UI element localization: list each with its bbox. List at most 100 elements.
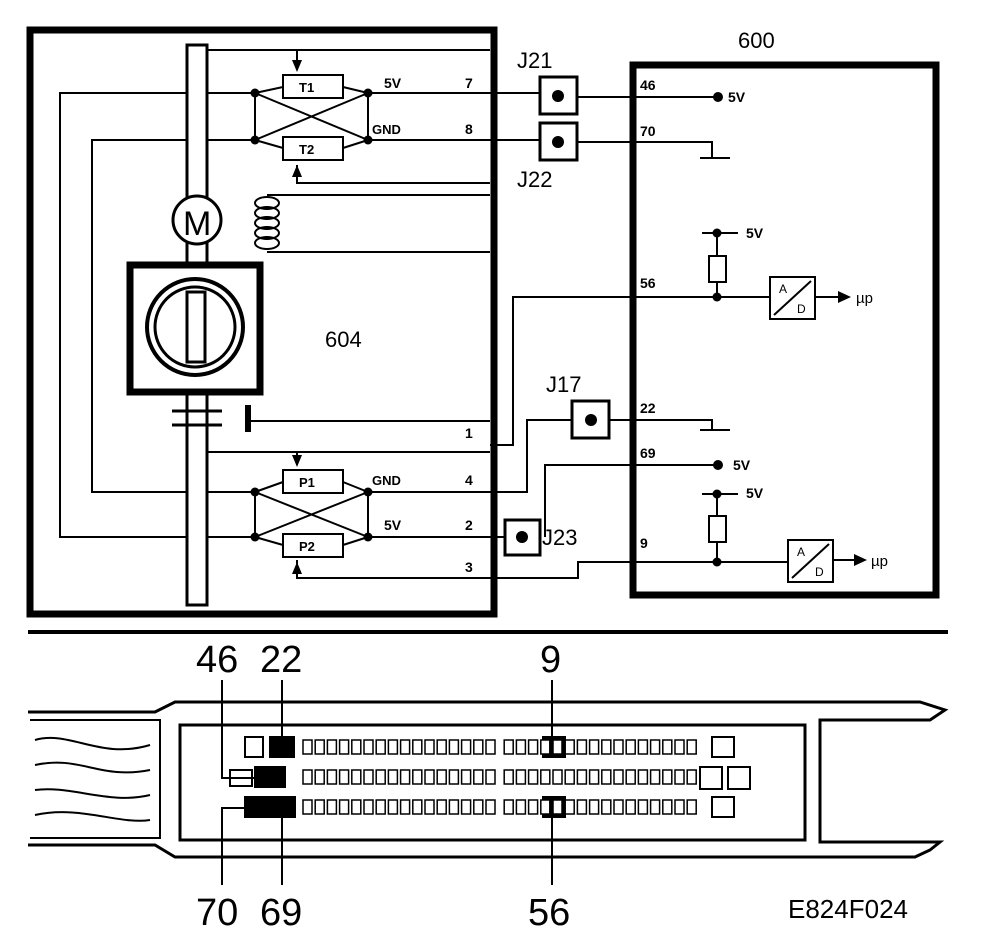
connector-pin-cell [625,739,636,755]
connector-pin-cell [637,769,649,785]
connector-pin-cell [424,739,435,755]
connector-pin-cell [302,799,313,815]
pin-1-label: 1 [465,425,473,441]
sensor-t1-label: T1 [299,80,314,95]
connector-label-56: 56 [528,892,570,934]
connector-pin-cell [625,799,636,815]
connector-pin-cell [576,739,588,755]
wire-loop-inner [91,139,187,493]
figure-code: E824F024 [788,894,908,924]
connector-pin-cell [412,769,423,785]
connector-pin-rows [302,739,697,815]
connector-pin-cell [436,739,447,755]
ecu-5v-69: 5V [733,457,751,473]
motor-label: M [183,205,211,243]
connector-pin-cell [473,769,484,785]
coil-symbol [254,196,280,250]
connector-pin-cell [662,769,673,785]
connector-pin-cell [649,769,661,785]
connector-pin-cell [460,739,472,755]
connector-pin-cell [399,799,411,815]
ecu-5v-pullup-1: 5V [746,225,764,241]
wire-ecu-56 [490,296,770,446]
connector-pin-cell [686,799,697,815]
wire-ecu-70 [577,141,713,158]
connector-pin-cell [686,769,697,785]
connector-pin-cell [564,739,575,755]
ecu-pin-46: 46 [640,77,656,93]
connector-pin-cell [637,799,649,815]
wire-t1-wiper [207,49,298,70]
connector-pin-cell [576,799,588,815]
microprocessor-label-1: µp [856,290,873,307]
connector-pin-cell [473,739,484,755]
ecu-pin-69: 69 [640,445,656,461]
p1-gnd-label: GND [372,473,401,488]
ecu-pin-9: 9 [640,535,648,551]
connector-pin-cell [448,739,460,755]
connector-pin-cell [564,799,575,815]
connector-pin-cell [485,799,496,815]
connector-pin-cell [460,769,472,785]
motor-circle [171,194,223,246]
wire-loop-outer [59,92,187,538]
sensor-p1-box [282,469,344,494]
sensor-p2-box [282,533,344,558]
connector-pin-cell [613,799,624,815]
connector-pin-cell [302,739,313,755]
connector-pin-cell [314,739,325,755]
connector-pin-cell [515,739,527,755]
throttle-bore-outer [145,277,245,377]
connector-pin-cell [485,769,496,785]
connector-pin-cell [399,769,411,785]
connector-pin-cell [540,799,551,815]
connector-pin-cell [412,799,423,815]
connector-pin-cell [338,799,350,815]
module-604-label: 604 [325,327,362,352]
sensor-p1-label: P1 [299,475,315,490]
connector-pin-cell [503,799,514,815]
connector-pin-cell [503,769,514,785]
junction-j17-label: J17 [546,372,581,397]
connector-pin-cell [448,769,460,785]
connector-pin-cell [649,739,661,755]
connector-pin-cell [351,739,362,755]
wire-p1-wiper [207,451,298,465]
pin-2-label: 2 [465,517,473,533]
connector-label-9: 9 [540,639,561,681]
connector-pin-cell [473,799,484,815]
connector-pin-cell [448,799,460,815]
t1-5v-label: 5V [384,75,402,91]
connector-pin-cell [552,799,563,815]
module-600-box [629,61,940,599]
connector-pin-cell [527,739,539,755]
connector-pin-cell [387,739,399,755]
junction-j23-label: J23 [542,525,577,550]
connector-pin-cell [375,799,386,815]
ecu-5v-pullup-2: 5V [746,485,764,501]
connector-pin-cell [674,769,685,785]
connector-pin-cell [412,739,423,755]
connector-pin-cell [363,739,374,755]
connector-pin-cell [564,769,575,785]
connector-pin-cell [601,769,612,785]
connector-label-70: 70 [196,892,238,934]
leader-46 [221,680,255,779]
connector-pin-cell [351,769,362,785]
connector-pin-cell [302,769,313,785]
connector-label-69: 69 [260,892,302,934]
connector-pin-cell [485,739,496,755]
sensor-p2-label: P2 [299,539,315,554]
junction-j21-label: J21 [517,48,552,73]
connector-pin-cell [552,739,563,755]
connector-pin-cell [338,739,350,755]
connector-pin-cell [637,739,649,755]
connector-pin-cell [613,769,624,785]
connector-pin-cell [363,769,374,785]
connector-pin-cell [387,799,399,815]
pin-8-label: 8 [465,121,473,137]
adc-1-d: D [797,302,806,316]
connector-label-46: 46 [196,639,238,681]
wire-pin-3 [296,560,720,579]
connector-pin-cell [588,799,600,815]
